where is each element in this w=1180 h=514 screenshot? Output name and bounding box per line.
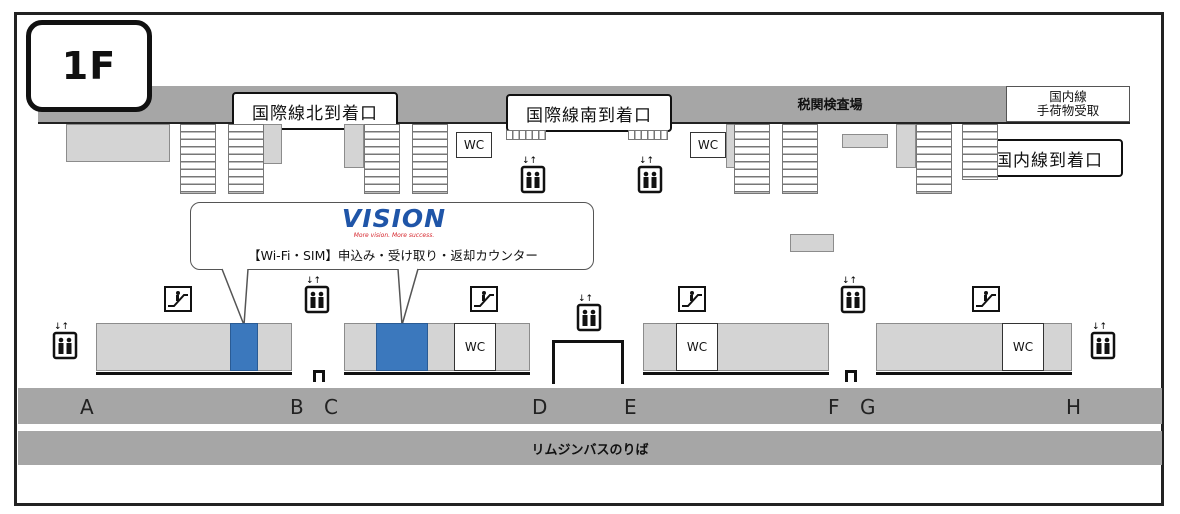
gate-g[interactable]: G [860,395,876,419]
vision-counter-1[interactable] [230,323,258,371]
vision-logo-text: VISION [341,204,447,233]
vision-counter-2[interactable] [376,323,428,371]
gate-f[interactable]: F [828,395,840,419]
wc-label: WC [686,340,708,354]
stairs-4 [412,124,448,194]
escalator-icon [678,286,706,312]
stairs-7 [916,124,952,194]
gate-d[interactable]: D [532,395,548,419]
turnstile-1 [506,130,546,140]
pillar-fg [845,370,857,382]
svg-text:↓↑: ↓↑ [842,276,857,286]
front-wall-4 [876,372,1072,375]
svg-text:↓↑: ↓↑ [639,156,654,166]
wc-label: WC [463,138,485,152]
building-outline [14,12,1164,506]
gate-b[interactable]: B [290,395,304,419]
lower-block-ef [643,323,829,371]
stairs-8 [962,124,998,180]
svg-text:↓↑: ↓↑ [522,156,537,166]
svg-text:↓↑: ↓↑ [306,276,321,286]
stairs-6 [782,124,818,194]
gate-h[interactable]: H [1066,395,1082,419]
intl-south-arrival-gate[interactable]: 国際線南到着口 [506,94,672,132]
escalator-icon [972,286,1000,312]
mid-block [790,234,834,252]
front-wall-2 [344,372,530,375]
domestic-arrival-gate[interactable]: 国内線到着口 [975,139,1123,177]
elevator-icon: ↓↑ [1090,320,1116,360]
vision-counter-callout[interactable]: VISION More vision. More success. 【Wi-Fi… [190,202,594,270]
intl-north-arrival-label: 国際線北到着口 [252,103,378,124]
gate-c[interactable]: C [324,395,338,419]
bus-stop-band[interactable]: リムジンバスのりば [18,431,1162,465]
elevator-icon: ↓↑ [52,320,78,360]
elevator-icon: ↓↑ [304,274,330,314]
domestic-baggage-area: 国内線 手荷物受取 [1006,86,1130,122]
wc-lower-2: WC [676,323,718,371]
wc-lower-3: WC [1002,323,1044,371]
floor-badge: 1F [26,20,152,112]
wc-upper-1: WC [456,132,492,158]
svg-text:↓↑: ↓↑ [1092,322,1107,332]
escalator-icon [470,286,498,312]
floor-label: 1F [61,44,117,88]
stairs-2 [228,124,264,194]
upper-block-1 [66,124,170,162]
lower-block-ab [96,323,292,371]
front-wall-3 [643,372,829,375]
gate-band [18,388,1162,424]
upper-block-3 [344,124,364,168]
upper-block-6 [842,134,888,148]
elevator-icon: ↓↑ [576,292,602,332]
intl-north-arrival-gate[interactable]: 国際線北到着口 [232,92,398,130]
gate-e[interactable]: E [624,395,637,419]
vision-logo: VISION More vision. More success. [339,206,449,240]
svg-text:↓↑: ↓↑ [578,294,593,304]
upper-block-5 [896,124,916,168]
domestic-baggage-line2: 手荷物受取 [1036,103,1100,118]
turnstile-2 [628,130,668,140]
stairs-1 [180,124,216,194]
wc-upper-2: WC [690,132,726,158]
svg-text:↓↑: ↓↑ [54,322,69,332]
elevator-icon: ↓↑ [520,154,546,194]
wc-lower-1: WC [454,323,496,371]
stairs-5 [734,124,770,194]
customs-label: 税関検査場 [797,98,863,113]
wc-label: WC [464,340,486,354]
wc-label: WC [697,138,719,152]
lower-block-cd [344,323,530,371]
escalator-icon [164,286,192,312]
bus-stop-label: リムジンバスのりば [531,442,649,458]
vision-tagline: More vision. More success. [353,232,435,239]
front-wall-1 [96,372,292,375]
domestic-baggage-line1: 国内線 [1049,89,1087,104]
vision-counter-text: 【Wi-Fi・SIM】申込み・受け取り・返却カウンター [248,248,538,263]
gate-a[interactable]: A [80,395,94,419]
elevator-icon: ↓↑ [637,154,663,194]
intl-south-arrival-label: 国際線南到着口 [526,105,652,126]
stairs-3 [364,124,400,194]
pillar-bc [313,370,325,382]
wc-label: WC [1012,340,1034,354]
elevator-icon: ↓↑ [840,274,866,314]
central-entrance [552,340,624,384]
domestic-arrival-label: 国内線到着口 [995,150,1103,171]
